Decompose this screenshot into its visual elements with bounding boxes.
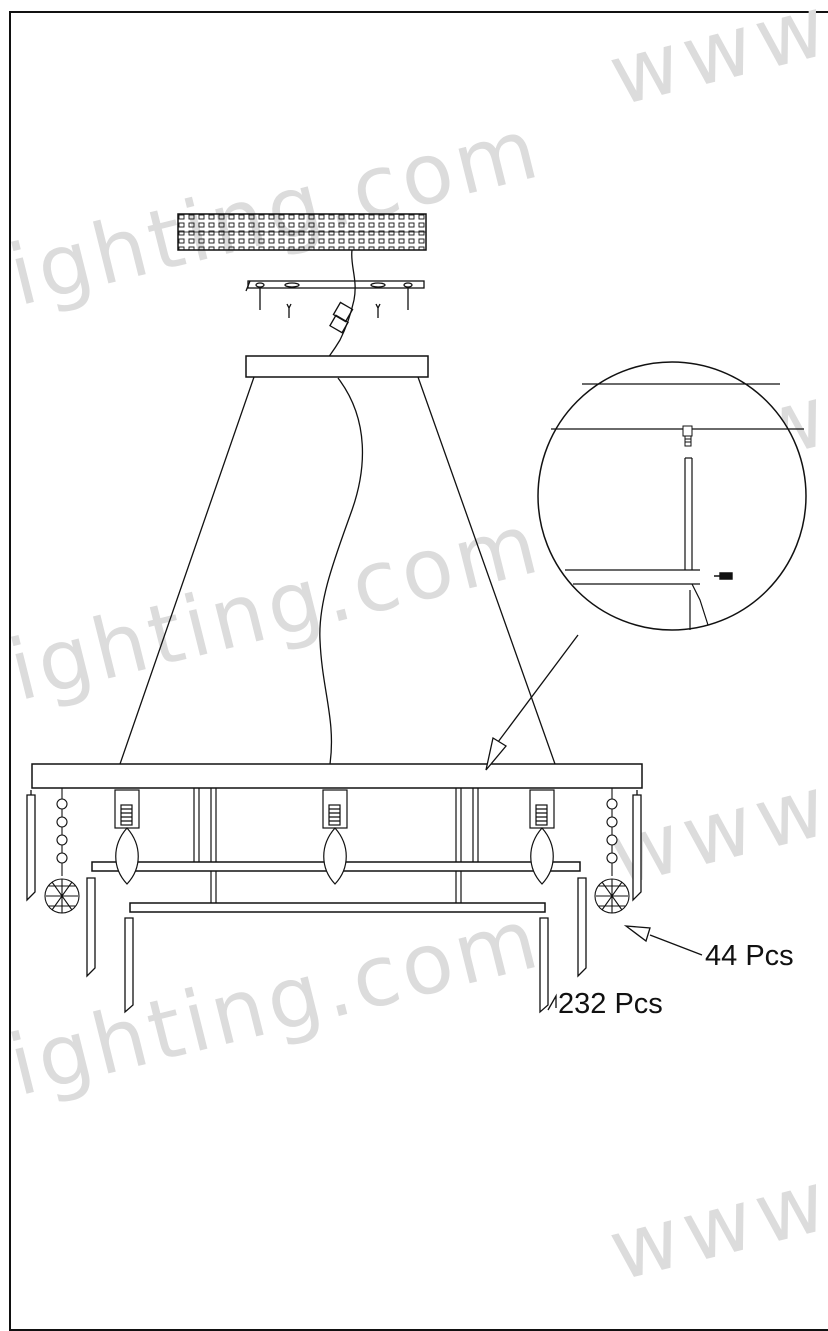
- power-cord: [327, 249, 356, 359]
- callout-arrow-crystals: [623, 925, 703, 956]
- crystal-strand-right: [594, 788, 630, 914]
- crystal-strand-left: [44, 788, 80, 914]
- top-ring: [245, 355, 429, 378]
- suspension-cables: [119, 376, 556, 765]
- detail-pointer-arrow: [485, 634, 579, 771]
- main-frame: [31, 763, 643, 913]
- detail-magnifier: [537, 361, 807, 631]
- ceiling-canopy: [177, 213, 427, 251]
- crystal-prisms: [26, 790, 642, 1014]
- prism-count-label: 232 Pcs: [558, 988, 663, 1020]
- bulb-right: [529, 789, 555, 885]
- crystal-count-label: 44 Pcs: [705, 940, 794, 972]
- bulb-left: [114, 789, 140, 885]
- bulb-center: [322, 789, 348, 885]
- mounting-bracket: [245, 280, 425, 318]
- callout-line-prisms: [547, 993, 557, 1011]
